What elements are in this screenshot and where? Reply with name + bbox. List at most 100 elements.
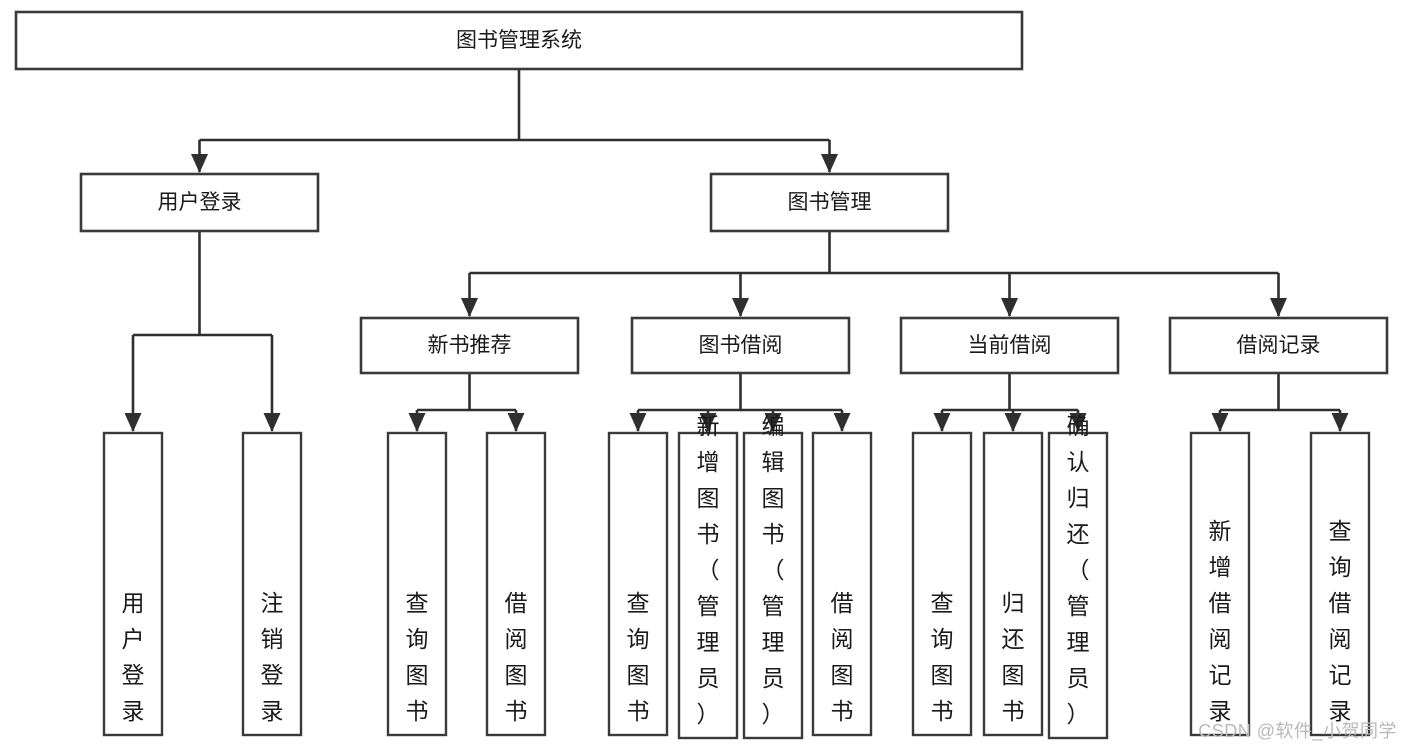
svg-text:查: 查 [627, 590, 650, 616]
leaf-2-2-current-borrow-box[interactable] [1047, 431, 1109, 740]
root-node-box[interactable] [14, 10, 1024, 71]
leaf-1-2-book-borrow-box[interactable] [742, 431, 804, 740]
arrow-head-icon [933, 413, 951, 432]
node-new-book-recommend-label: 新书推荐 [428, 334, 512, 357]
svg-text:员: 员 [762, 665, 785, 691]
arrow-head-icon [629, 413, 647, 432]
arrow-head-icon [1331, 413, 1349, 432]
svg-text:管: 管 [762, 593, 785, 619]
svg-text:）: ） [697, 701, 720, 727]
arrow-head-icon [764, 413, 782, 432]
leaf-0-0-new-book-recommend-box[interactable] [386, 431, 448, 737]
node-book-management-box[interactable] [709, 172, 950, 233]
svg-text:注: 注 [261, 590, 284, 616]
node-current-borrow-box[interactable] [899, 316, 1120, 375]
leaf-3-0-borrow-records-box[interactable] [1189, 431, 1251, 737]
svg-text:管: 管 [697, 593, 720, 619]
node-book-borrow-label: 图书借阅 [699, 334, 783, 357]
svg-text:编: 编 [762, 413, 785, 439]
arrow-head-icon [263, 413, 281, 432]
svg-text:理: 理 [762, 629, 785, 655]
svg-text:确: 确 [1067, 413, 1090, 439]
node-user-login-box[interactable] [79, 172, 320, 233]
node-book-management-label: 图书管理 [788, 191, 872, 214]
node-borrow-records-box[interactable] [1168, 316, 1389, 375]
node-book-borrow-box[interactable] [630, 316, 851, 375]
svg-text:借: 借 [1209, 590, 1232, 616]
leaf-1-0-book-borrow-box[interactable] [607, 431, 669, 737]
svg-text:图: 图 [931, 662, 954, 688]
leaf-1-3-book-borrow-box[interactable] [811, 431, 873, 737]
svg-text:图: 图 [831, 662, 854, 688]
arrow-head-icon [461, 298, 478, 317]
leaf-0-1-new-book-recommend-box[interactable] [485, 431, 547, 737]
svg-text:辑: 辑 [762, 449, 785, 475]
svg-text:员: 员 [1067, 665, 1090, 691]
arrow-head-icon [821, 154, 838, 173]
leaf-1-1-book-borrow-box[interactable] [677, 431, 739, 740]
svg-text:管: 管 [1067, 593, 1090, 619]
leaf-0-user-login-box[interactable] [102, 431, 164, 737]
arrow-head-icon [1270, 298, 1287, 317]
svg-text:）: ） [1067, 701, 1090, 727]
arrow-head-icon [1004, 413, 1022, 432]
svg-text:阅: 阅 [1329, 626, 1352, 652]
root-node-label: 图书管理系统 [456, 29, 582, 52]
node-new-book-recommend-box[interactable] [359, 316, 580, 375]
node-current-borrow-label: 当前借阅 [968, 334, 1052, 357]
svg-text:（: （ [697, 557, 720, 583]
svg-text:书: 书 [505, 698, 528, 724]
svg-text:书: 书 [406, 698, 429, 724]
svg-text:录: 录 [122, 698, 145, 724]
svg-text:记: 记 [1209, 662, 1232, 688]
svg-text:登: 登 [261, 662, 284, 688]
svg-text:借: 借 [1329, 590, 1352, 616]
leaf-2-1-current-borrow-box[interactable] [982, 431, 1044, 737]
node-layer: 图书管理系统用户登录图书管理用户登录注销登录新书推荐查询图书借阅图书图书借阅查询… [14, 10, 1389, 740]
watermark-text: CSDN @软件_小贺同学 [1198, 721, 1397, 741]
arrow-head-icon [1069, 413, 1087, 432]
svg-text:销: 销 [261, 626, 284, 652]
svg-text:图: 图 [627, 662, 650, 688]
svg-text:询: 询 [406, 626, 429, 652]
svg-text:录: 录 [1209, 698, 1232, 724]
connector-layer [124, 69, 1349, 432]
node-user-login-label: 用户登录 [158, 191, 242, 214]
svg-text:认: 认 [1067, 449, 1090, 475]
svg-text:记: 记 [1329, 662, 1352, 688]
svg-text:户: 户 [122, 626, 145, 652]
svg-text:录: 录 [1329, 698, 1352, 724]
svg-text:归: 归 [1002, 590, 1025, 616]
svg-text:书: 书 [627, 698, 650, 724]
svg-text:书: 书 [931, 698, 954, 724]
svg-text:书: 书 [697, 521, 720, 547]
leaf-2-0-current-borrow-box[interactable] [911, 431, 973, 737]
svg-text:查: 查 [406, 590, 429, 616]
arrow-head-icon [124, 413, 142, 432]
svg-text:增: 增 [1209, 554, 1232, 580]
svg-text:查: 查 [931, 590, 954, 616]
arrow-head-icon [833, 413, 851, 432]
svg-text:）: ） [762, 701, 785, 727]
node-borrow-records-label: 借阅记录 [1237, 334, 1321, 357]
svg-text:员: 员 [697, 665, 720, 691]
svg-text:用: 用 [122, 590, 145, 616]
leaf-3-1-borrow-records-box[interactable] [1309, 431, 1371, 737]
svg-text:理: 理 [1067, 629, 1090, 655]
leaf-1-user-login-box[interactable] [241, 431, 303, 737]
svg-text:阅: 阅 [1209, 626, 1232, 652]
svg-text:理: 理 [697, 629, 720, 655]
svg-text:登: 登 [122, 662, 145, 688]
svg-text:（: （ [1067, 557, 1090, 583]
